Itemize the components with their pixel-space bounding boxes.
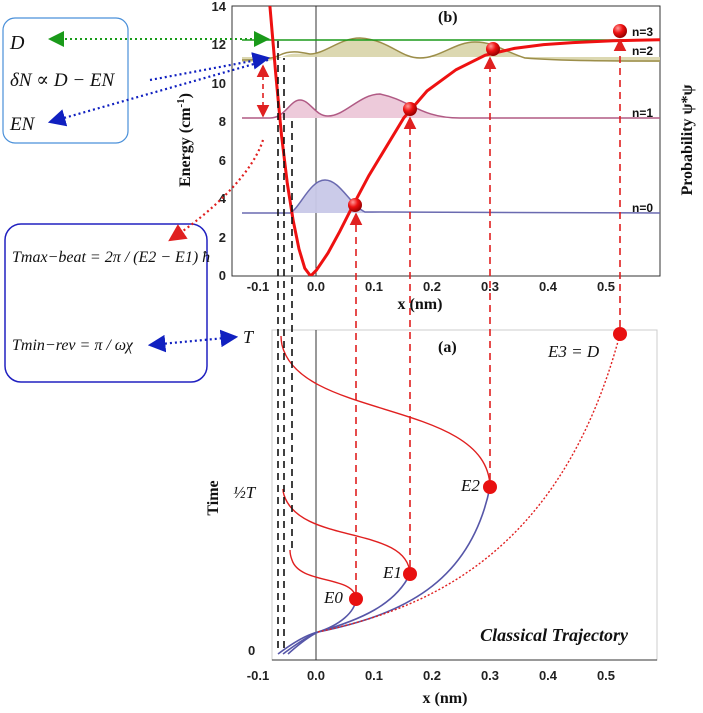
turning-point-e0 [349, 592, 363, 606]
y-tick: 10 [212, 76, 226, 91]
level-label-n0: n=0 [632, 201, 653, 215]
y-tick: 8 [219, 114, 226, 129]
arrow-tmin [147, 329, 239, 353]
panel-b-xlabel: x (nm) [398, 296, 443, 313]
label-e1: E1 [382, 563, 402, 582]
x-tick: -0.1 [247, 279, 269, 294]
panel-a-ylabel: Time [205, 480, 222, 515]
turning-point-e2 [483, 480, 497, 494]
formula-EN: EN [9, 114, 36, 135]
label-e0: E0 [323, 588, 343, 607]
panel-a-caption: Classical Trajectory [480, 625, 629, 645]
arrow-tmax [168, 139, 265, 242]
particle-n3 [613, 24, 627, 38]
trajectory-e2-return [280, 335, 491, 488]
particle-n1 [403, 102, 417, 116]
panel-b-x-ticks: -0.1 0.0 0.1 0.2 0.3 0.4 0.5 [247, 279, 615, 294]
panel-a: E0 E1 E2 E3 = D (a) Classical Trajectory… [205, 327, 658, 707]
formula-tmin: Tmin−rev = π / ωχ [12, 337, 134, 354]
trajectory-e1-return [282, 488, 411, 575]
formula-box-bottom: Tmax−beat = 2π / (E2 − E1) ħ Tmin−rev = … [4, 223, 210, 383]
turning-points [349, 327, 627, 606]
x-tick: 0.4 [539, 279, 558, 294]
trajectory-e3-dotted [317, 333, 621, 633]
y-tick: 6 [219, 153, 226, 168]
y-tick: 12 [212, 37, 226, 52]
panel-b-y-ticks: 0 2 4 6 8 10 12 14 [212, 0, 227, 283]
panel-a-frame [271, 329, 658, 661]
psi-n2-fill [242, 38, 660, 62]
particles-b [348, 24, 627, 212]
panel-b-right-label: Probability ψ*ψ [679, 84, 696, 195]
level-label-n3: n=3 [632, 25, 653, 39]
formula-delta: δN ∝ D − EN [10, 70, 116, 91]
panel-b-label: (b) [438, 9, 458, 26]
classical-trajectories-red [280, 333, 621, 633]
x-tick: 0.2 [423, 668, 441, 683]
x-tick: -0.1 [247, 668, 269, 683]
panel-a-x-ticks: -0.1 0.0 0.1 0.2 0.3 0.4 0.5 [247, 668, 615, 683]
turning-point-e1 [403, 567, 417, 581]
x-tick: 0.0 [307, 668, 325, 683]
psi-n1-fill [242, 94, 660, 118]
formula-tmax: Tmax−beat = 2π / (E2 − E1) ħ [12, 249, 210, 266]
label-e2: E2 [460, 476, 480, 495]
level-label-n2: n=2 [632, 44, 653, 58]
particle-n2 [486, 42, 500, 56]
y-tick: 14 [212, 0, 227, 14]
psi-n2-curve [241, 37, 660, 62]
y-tick-zero: 0 [248, 643, 255, 658]
turning-point-e3 [613, 327, 627, 341]
x-tick: 0.3 [481, 668, 499, 683]
x-tick: 0.5 [597, 668, 615, 683]
label-e3: E3 = D [547, 342, 600, 361]
energy-labels: E0 E1 E2 E3 = D [323, 342, 600, 607]
y-tick: 2 [219, 230, 226, 245]
y-tick-half-T: ½T [233, 483, 257, 502]
y-tick-T: T [243, 327, 255, 347]
formula-box-top: D δN ∝ D − EN EN [2, 17, 129, 144]
x-tick: 0.2 [423, 279, 441, 294]
particle-n0 [348, 198, 362, 212]
panel-b-ylabel: Energy (cm-1) [175, 93, 194, 187]
x-tick: 0.1 [365, 279, 383, 294]
y-tick: 0 [219, 268, 226, 283]
panel-a-label: (a) [438, 339, 457, 356]
x-tick: 0.1 [365, 668, 383, 683]
psi-n0-fill [242, 180, 380, 213]
formula-box-bottom-frame [4, 223, 208, 383]
level-label-n1: n=1 [632, 106, 653, 120]
formula-box-top-frame [2, 17, 129, 144]
x-tick: 0.4 [539, 668, 558, 683]
trajectory-e0-return [289, 549, 357, 600]
trajectory-e2 [287, 486, 491, 655]
black-connectors [277, 40, 293, 648]
formula-D: D [9, 32, 25, 54]
x-tick: 0.5 [597, 279, 615, 294]
panel-a-xlabel: x (nm) [423, 690, 468, 707]
arrow-delta [149, 52, 271, 82]
x-tick: 0.0 [307, 279, 325, 294]
panel-b: n=3 n=2 n=1 n=0 (b) 0 2 4 6 8 10 12 14 -… [175, 0, 696, 313]
vertical-connectors [349, 38, 627, 592]
